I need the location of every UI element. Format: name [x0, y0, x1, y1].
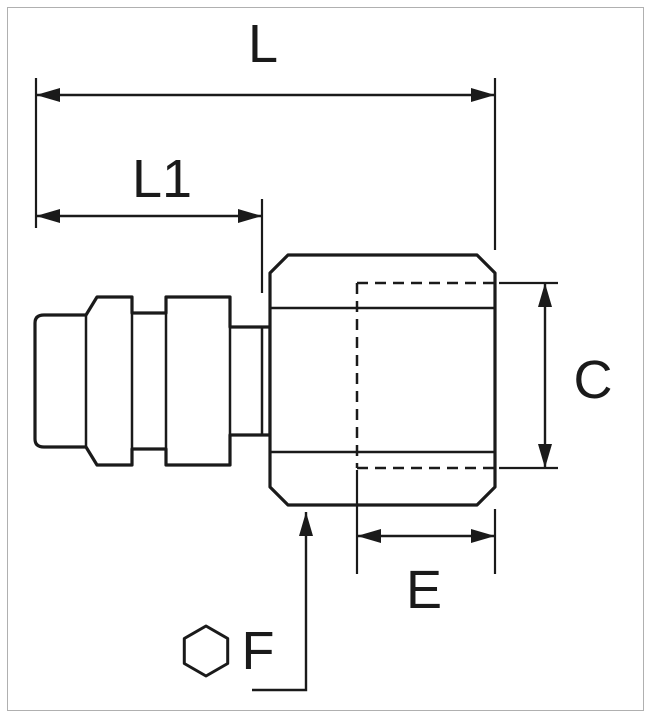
- dimension-F: F: [182, 512, 313, 692]
- dimension-label-L: L: [248, 14, 278, 74]
- dimension-label-L1: L1: [132, 149, 192, 209]
- dimension-C: C: [499, 281, 613, 470]
- leader-line: [252, 512, 313, 692]
- dimension-L: L: [34, 14, 497, 250]
- hex-body: [268, 253, 497, 507]
- coupling-body: [33, 253, 497, 507]
- dimension-label-F: F: [242, 621, 275, 681]
- dimension-E: E: [355, 470, 497, 620]
- dimension-label-E: E: [406, 560, 442, 620]
- dimension-label-C: C: [574, 350, 613, 410]
- hexagon-icon: [182, 624, 230, 678]
- dimension-L1: L1: [36, 149, 264, 293]
- plug-profile: [33, 295, 272, 467]
